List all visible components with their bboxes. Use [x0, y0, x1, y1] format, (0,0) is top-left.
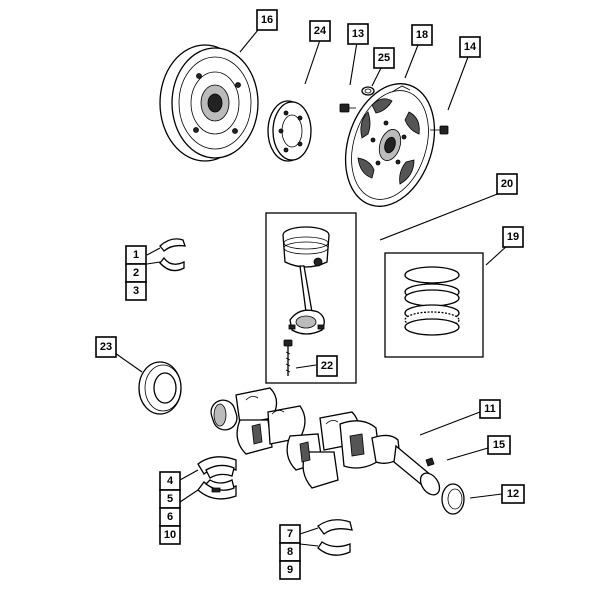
- svg-text:5: 5: [167, 493, 173, 505]
- main-bearing-shell-icon: [197, 456, 237, 500]
- svg-text:15: 15: [493, 439, 505, 451]
- callout-9: 9: [279, 560, 301, 580]
- svg-text:7: 7: [287, 528, 293, 540]
- callout-15: 15: [487, 435, 511, 455]
- rear-main-seal-icon: [138, 361, 182, 415]
- callout-5: 5: [159, 489, 181, 509]
- piston-rings-frame: [384, 252, 484, 358]
- piston-icon: [282, 226, 330, 268]
- callout-1: 1: [125, 245, 147, 265]
- callout-24: 24: [309, 20, 331, 42]
- callout-2: 2: [125, 263, 147, 283]
- callout-14: 14: [459, 36, 481, 58]
- svg-text:6: 6: [167, 511, 173, 523]
- svg-text:1: 1: [133, 249, 139, 261]
- svg-text:14: 14: [464, 41, 477, 53]
- torque-converter-icon: [159, 44, 259, 162]
- svg-text:24: 24: [314, 25, 327, 37]
- callout-8: 8: [279, 542, 301, 562]
- svg-text:16: 16: [261, 14, 273, 26]
- piston-rings-icon: [404, 266, 460, 336]
- svg-text:20: 20: [501, 178, 513, 190]
- svg-text:2: 2: [133, 267, 139, 279]
- rod-bearing-shell-icon: [159, 238, 186, 272]
- svg-text:19: 19: [507, 231, 519, 243]
- callout-12: 12: [501, 484, 525, 504]
- connecting-rod-bolt-icon: [283, 339, 293, 376]
- spacer-ring-icon: [361, 86, 375, 96]
- leader-lines: [114, 29, 509, 547]
- callout-6: 6: [159, 507, 181, 527]
- callout-11: 11: [479, 399, 501, 419]
- svg-text:9: 9: [287, 564, 293, 576]
- svg-text:4: 4: [167, 475, 174, 487]
- svg-text:23: 23: [100, 341, 112, 353]
- callout-3: 3: [125, 281, 147, 301]
- callout-7: 7: [279, 524, 301, 544]
- piston-assembly-frame: [265, 212, 357, 384]
- callout-19: 19: [502, 226, 524, 248]
- svg-text:25: 25: [378, 52, 390, 64]
- flex-plate-icon: [344, 83, 436, 207]
- svg-text:11: 11: [484, 403, 496, 415]
- callout-22: 22: [316, 355, 338, 377]
- svg-text:13: 13: [352, 28, 364, 40]
- crankshaft-icon: [210, 387, 441, 496]
- svg-text:22: 22: [321, 360, 333, 372]
- callout-25: 25: [373, 47, 395, 69]
- connecting-rod-icon: [288, 265, 325, 335]
- flex-plate-bolt-icon: [339, 103, 356, 113]
- callout-4: 4: [159, 471, 181, 491]
- svg-text:10: 10: [164, 529, 176, 541]
- callout-16: 16: [256, 9, 278, 31]
- callout-10: 10: [159, 525, 181, 545]
- callout-23: 23: [95, 336, 117, 358]
- svg-text:3: 3: [133, 285, 139, 297]
- drive-plate-icon: [267, 100, 312, 162]
- callout-13: 13: [347, 23, 369, 45]
- callout-20: 20: [496, 173, 518, 195]
- thrust-bearing-shell-icon: [317, 519, 353, 556]
- svg-text:18: 18: [416, 29, 428, 41]
- flex-plate-bolt-14-icon: [430, 125, 449, 135]
- crankshaft-seal-icon: [441, 483, 465, 515]
- callout-18: 18: [411, 24, 433, 46]
- svg-text:8: 8: [287, 546, 293, 558]
- svg-text:12: 12: [507, 488, 519, 500]
